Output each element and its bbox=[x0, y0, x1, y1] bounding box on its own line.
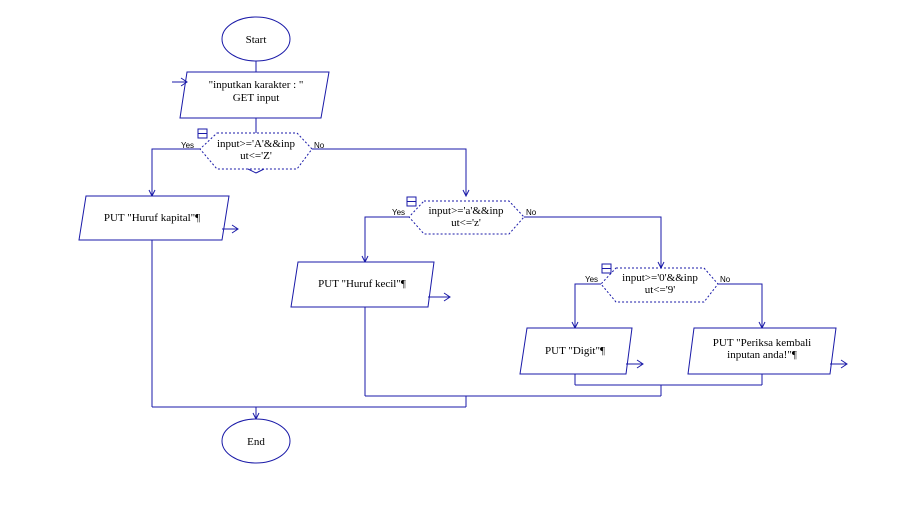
connector-d3-no bbox=[718, 283, 766, 330]
output-3-exit-arrow bbox=[626, 359, 644, 369]
start-node[interactable]: Start bbox=[221, 16, 291, 62]
decision-2-no: No bbox=[526, 208, 537, 217]
decision-1-line2: ut<='Z' bbox=[240, 150, 272, 162]
output-4-line1: PUT "Periksa kembali bbox=[713, 337, 811, 349]
decision-1-line1: input>='A'&&inp bbox=[217, 138, 296, 150]
output-3-label: PUT "Digit"¶ bbox=[545, 345, 605, 357]
output-2-label: PUT "Huruf kecil"¶ bbox=[318, 278, 406, 290]
decision-3-yes: Yes bbox=[585, 275, 598, 284]
output-2-exit-arrow bbox=[428, 292, 451, 302]
decision-2-yes: Yes bbox=[392, 208, 405, 217]
output-1-exit-arrow bbox=[222, 224, 239, 234]
connector-d2-no bbox=[524, 216, 665, 270]
input-line2: GET input bbox=[233, 92, 280, 104]
output-huruf-kapital[interactable]: PUT "Huruf kapital"¶ bbox=[78, 195, 230, 241]
merge-level-3 bbox=[575, 384, 762, 396]
output-1-label: PUT "Huruf kapital"¶ bbox=[104, 212, 200, 224]
decision-1-yes: Yes bbox=[181, 141, 194, 150]
decision-3-line2: ut<='9' bbox=[645, 284, 675, 296]
end-label: End bbox=[247, 436, 265, 448]
output-huruf-kecil[interactable]: PUT "Huruf kecil"¶ bbox=[290, 261, 435, 308]
decision-2-line2: ut<='z' bbox=[451, 217, 481, 229]
input-node[interactable]: "inputkan karakter : " GET input bbox=[179, 71, 330, 119]
connector-to-end bbox=[252, 407, 260, 421]
decision-3[interactable]: input>='0'&&inp ut<='9' bbox=[600, 267, 719, 303]
decision-3-line1: input>='0'&&inp bbox=[622, 272, 698, 284]
decision-3-no: No bbox=[720, 275, 731, 284]
merge-level-2 bbox=[365, 395, 661, 407]
decision-2-line1: input>='a'&&inp bbox=[428, 205, 504, 217]
output-digit[interactable]: PUT "Digit"¶ bbox=[519, 327, 633, 375]
connector-d3-yes bbox=[571, 283, 601, 330]
decision-1-no: No bbox=[314, 141, 325, 150]
decision-1[interactable]: input>='A'&&inp ut<='Z' bbox=[199, 132, 313, 170]
decision-2[interactable]: input>='a'&&inp ut<='z' bbox=[408, 200, 525, 235]
decision-1-notch-l bbox=[247, 168, 257, 174]
output-4-line2: inputan anda!"¶ bbox=[727, 349, 797, 361]
connector-d1-no bbox=[312, 148, 470, 198]
input-entry-arrow bbox=[172, 77, 188, 87]
start-label: Start bbox=[246, 34, 267, 46]
decision-1-notch-r bbox=[255, 168, 265, 174]
output-periksa-kembali[interactable]: PUT "Periksa kembali inputan anda!"¶ bbox=[687, 327, 837, 375]
output-4-exit-arrow bbox=[830, 359, 848, 369]
input-line1: "inputkan karakter : " bbox=[209, 79, 304, 91]
end-node[interactable]: End bbox=[221, 418, 291, 464]
connector-d2-yes bbox=[361, 216, 409, 264]
connector-d1-yes bbox=[148, 148, 200, 198]
